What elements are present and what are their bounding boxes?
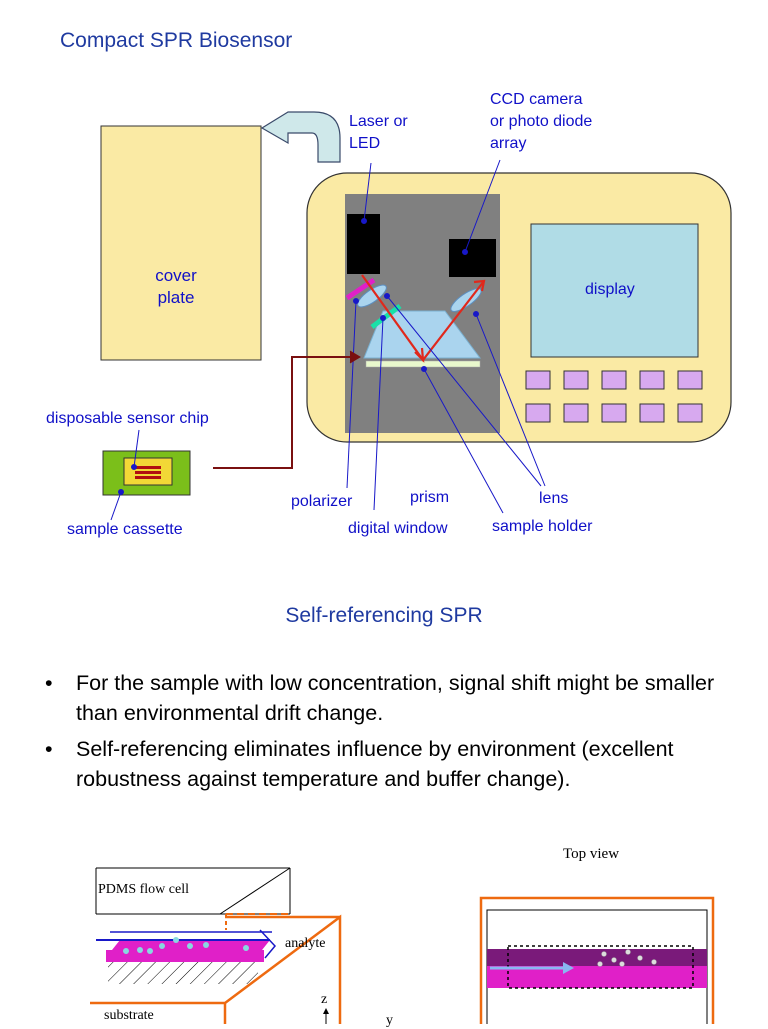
label-ccd-line2: or photo diode (490, 113, 593, 130)
cassette-connector (213, 356, 359, 469)
label-cover-plate: cover plate (101, 265, 251, 309)
label-ccd-line3: array (490, 135, 527, 152)
label-analyte: analyte (285, 936, 326, 951)
bullet-list: • For the sample with low concentration,… (45, 668, 735, 794)
bullet-marker: • (45, 671, 53, 695)
label-ccd-line1: CCD camera (490, 91, 583, 108)
top-view-chip (479, 896, 715, 1024)
label-cover-line2: plate (157, 288, 195, 307)
sensing-channel (487, 966, 707, 988)
label-prism: prism (410, 489, 450, 506)
label-disposable-chip: disposable sensor chip (46, 410, 209, 427)
reference-channel (487, 949, 707, 966)
label-polarizer: polarizer (291, 493, 353, 510)
bullet-marker: • (45, 737, 53, 761)
label-pdms: PDMS flow cell (98, 882, 189, 897)
label-axis-z: z (321, 992, 328, 1007)
bullet-text-1: For the sample with low concentration, s… (76, 671, 715, 725)
digital-window (370, 304, 402, 329)
display-screen (530, 223, 699, 358)
lens-left (357, 284, 387, 308)
diagram-title: Compact SPR Biosensor (60, 29, 293, 52)
label-laser-line1: Laser or (349, 113, 408, 130)
label-cover-line1: cover (155, 266, 197, 285)
label-display: display (585, 281, 635, 298)
label-digital-window: digital window (348, 520, 448, 537)
section-title: Self-referencing SPR (285, 604, 483, 627)
bullet-text-2: Self-referencing eliminates influence by… (76, 737, 674, 791)
bullet-item: • Self-referencing eliminates influence … (45, 734, 735, 794)
laser-source (347, 214, 380, 274)
polarizer (345, 277, 376, 301)
label-top-view: Top view (563, 846, 620, 862)
label-sample-cassette: sample cassette (67, 521, 183, 538)
hatched-layer (108, 962, 258, 984)
ccd-camera (449, 239, 496, 277)
cover-plate (100, 125, 262, 361)
label-laser-line2: LED (349, 135, 381, 152)
remove-cover-arrow (260, 111, 341, 163)
flow-cell-3d (95, 867, 291, 915)
label-laser: Laser or LED (349, 111, 408, 155)
label-substrate: substrate (104, 1008, 154, 1023)
sample-holder (365, 360, 481, 368)
label-ccd: CCD camera or photo diode array (490, 89, 592, 155)
label-lens: lens (539, 490, 569, 507)
label-sample-holder: sample holder (492, 518, 593, 535)
bullet-item: • For the sample with low concentration,… (45, 668, 735, 728)
label-axis-y: y (386, 1013, 393, 1028)
keypad (525, 370, 703, 423)
